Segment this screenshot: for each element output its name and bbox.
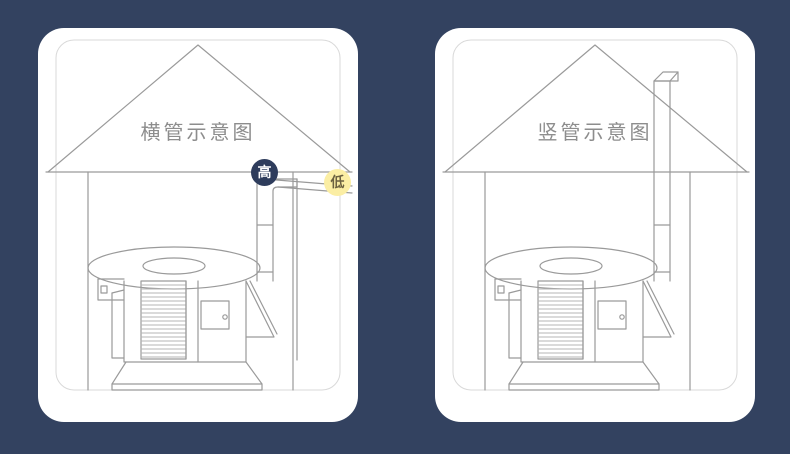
- horizontal-pipe-panel: 横管示意图 高 低: [38, 28, 358, 422]
- badge-high: 高: [251, 159, 278, 186]
- vertical-pipe-panel: 竖管示意图: [435, 28, 755, 422]
- panel-title-vertical: 竖管示意图: [537, 120, 653, 144]
- vertical-pipe-illustration: [442, 39, 750, 391]
- horizontal-pipe-illustration: [45, 39, 353, 391]
- badge-low: 低: [324, 169, 351, 196]
- panel-title-horizontal: 横管示意图: [140, 120, 256, 144]
